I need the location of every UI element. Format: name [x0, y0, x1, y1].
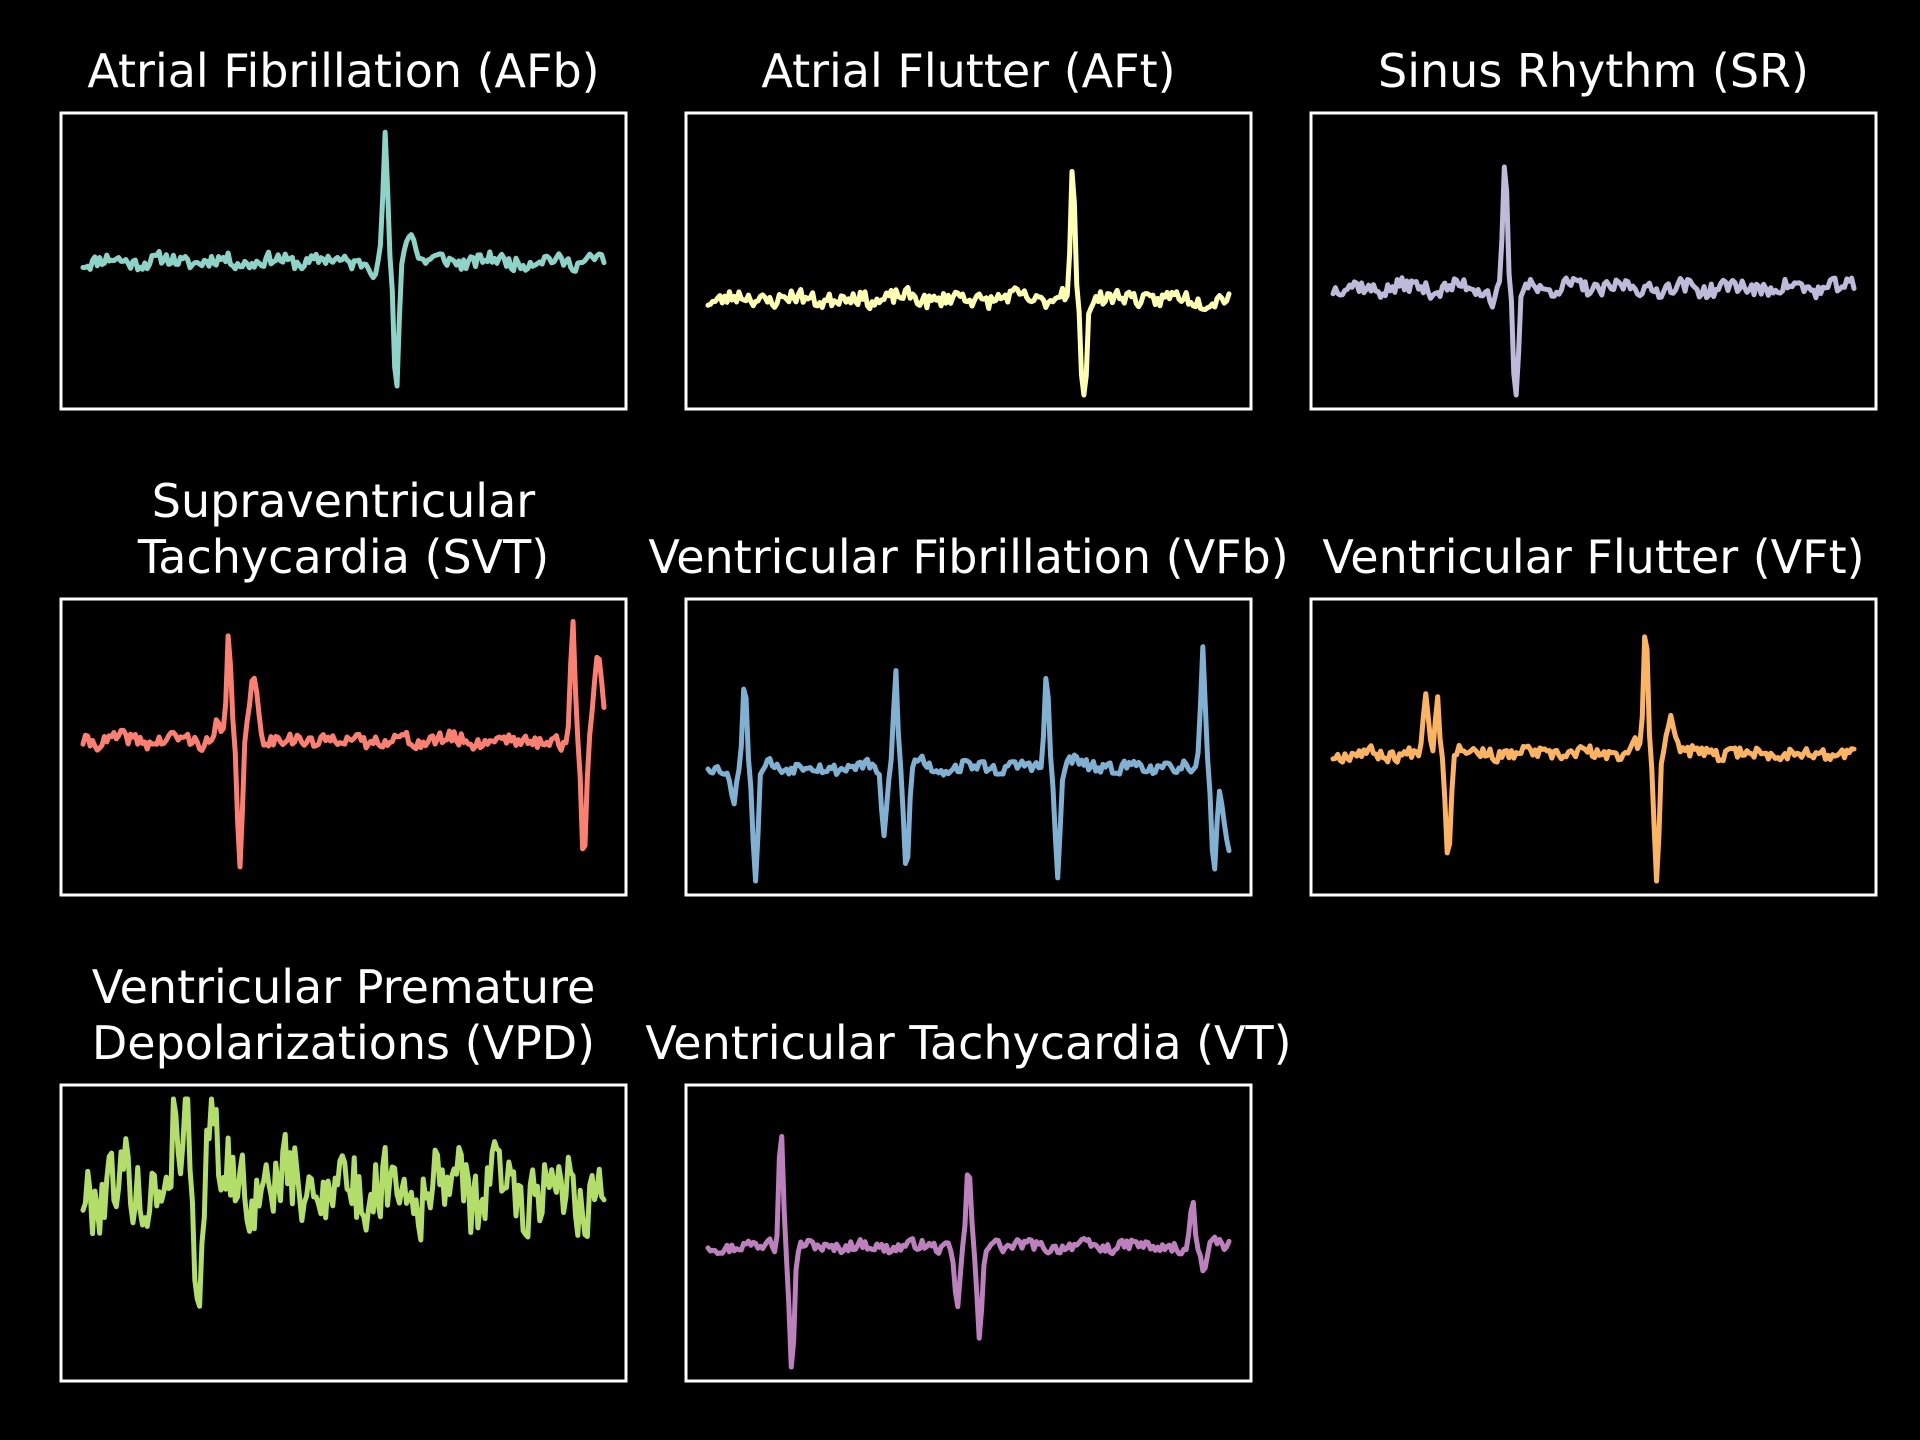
panel-title: Atrial Fibrillation (AFb)	[87, 44, 599, 98]
panel-title: Ventricular Tachycardia (VT)	[645, 1016, 1291, 1070]
panel-frame	[684, 111, 1253, 411]
ecg-trace	[1330, 634, 1857, 884]
panel-title: Ventricular Fibrillation (VFb)	[648, 530, 1288, 584]
panel-frame	[59, 597, 628, 897]
panel-frame	[59, 111, 628, 411]
panel-frame	[1309, 597, 1878, 897]
ecg-trace	[80, 1096, 607, 1309]
panel-title: Atrial Flutter (AFt)	[761, 44, 1175, 98]
panel-title: Tachycardia (SVT)	[137, 530, 549, 584]
ecg-trace	[1330, 164, 1857, 398]
panel-title: Depolarizations (VPD)	[92, 1016, 595, 1070]
panel-frame	[684, 597, 1253, 897]
panel-frame	[1309, 111, 1878, 411]
panel-title: Ventricular Flutter (VFt)	[1322, 530, 1864, 584]
panel-title: Supraventricular	[152, 474, 535, 528]
panel-frame	[59, 1083, 628, 1383]
ecg-panel: Ventricular Fibrillation (VFb)	[648, 530, 1289, 897]
ecg-trace	[80, 619, 607, 870]
ecg-trace	[80, 129, 607, 389]
panel-title: Ventricular Premature	[92, 960, 596, 1014]
ecg-panel: Atrial Fibrillation (AFb)	[59, 44, 628, 411]
panel-title: Sinus Rhythm (SR)	[1378, 44, 1809, 98]
ecg-trace	[705, 1133, 1232, 1370]
ecg-panel: Ventricular Tachycardia (VT)	[645, 1016, 1292, 1383]
ecg-panel: Ventricular Flutter (VFt)	[1309, 530, 1878, 897]
ecg-panel: Atrial Flutter (AFt)	[684, 44, 1253, 411]
ecg-trace	[705, 644, 1232, 884]
ecg-trace	[705, 168, 1232, 398]
panel-frame	[684, 1083, 1253, 1383]
ecg-panel: Sinus Rhythm (SR)	[1309, 44, 1878, 411]
